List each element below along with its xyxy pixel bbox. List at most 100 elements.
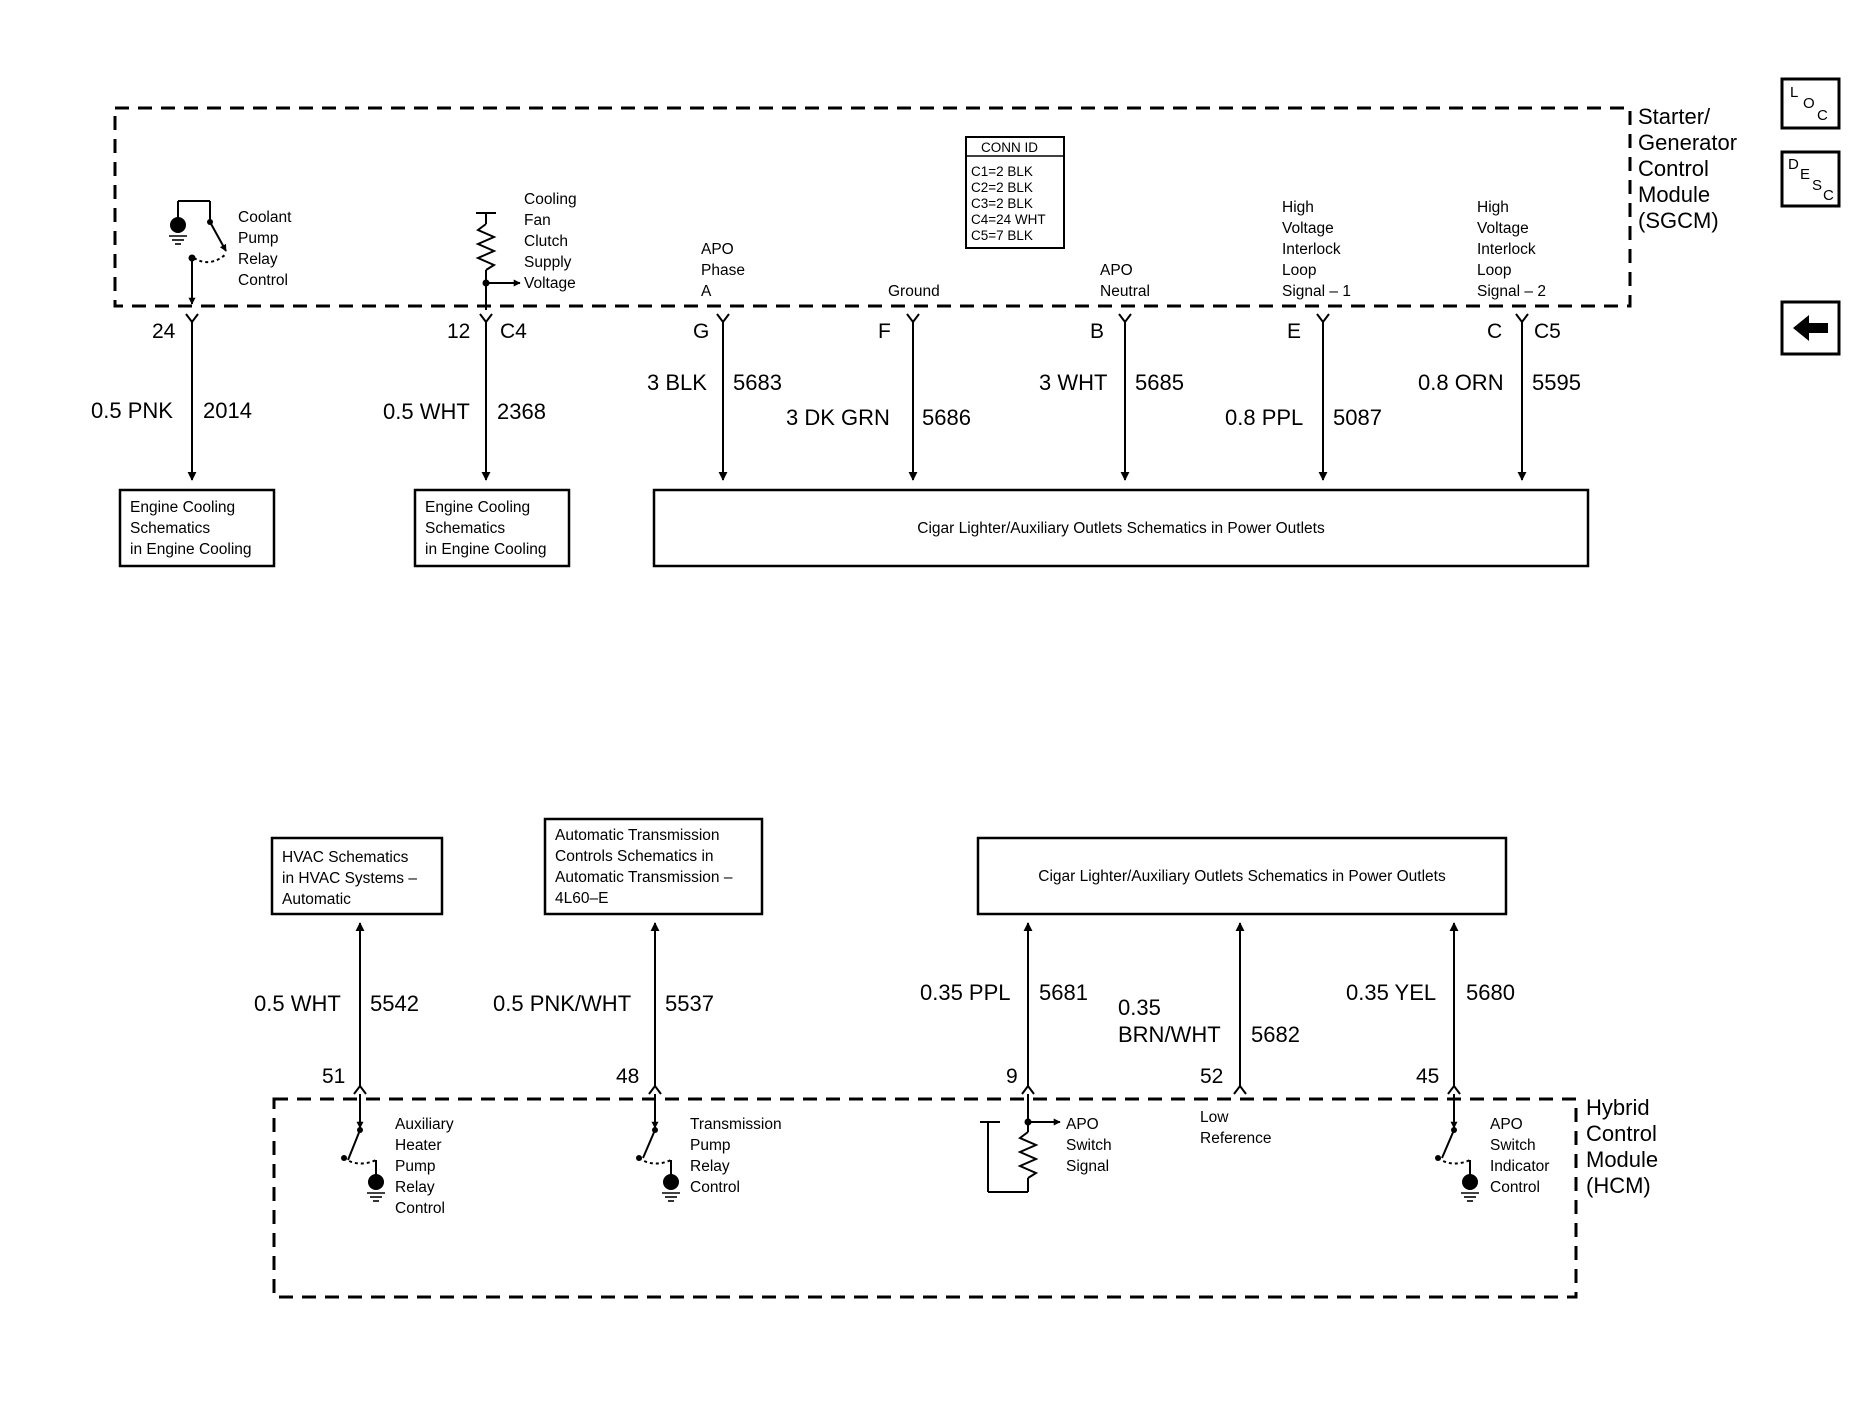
wire-color: 3 WHT bbox=[1039, 370, 1107, 395]
pin-number: 24 bbox=[152, 320, 176, 343]
svg-text:S: S bbox=[1812, 177, 1822, 194]
connector-pin-symbol bbox=[648, 1084, 662, 1095]
hcm-title: Hybrid Control Module (HCM) bbox=[1586, 1095, 1664, 1198]
conn-id-header: CONN ID bbox=[981, 140, 1038, 155]
circuit-label: Auxiliary Heater Pump Relay Control bbox=[395, 1116, 458, 1217]
connector-id: C5 bbox=[1534, 320, 1561, 343]
hcm-boundary bbox=[272, 1097, 1578, 1299]
circuit-label: Coolant Pump Relay Control bbox=[238, 209, 296, 289]
destination-text: Engine Cooling Schematics in Engine Cool… bbox=[425, 499, 547, 558]
power-outlets-text: Cigar Lighter/Auxiliary Outlets Schemati… bbox=[917, 520, 1325, 537]
wire-circuit-number: 5686 bbox=[922, 405, 971, 430]
resistor-icon bbox=[475, 212, 521, 310]
destination-box[interactable] bbox=[543, 817, 764, 916]
circuit-label: APO Neutral bbox=[1100, 262, 1150, 300]
circuit-label: High Voltage Interlock Loop Signal – 2 bbox=[1477, 199, 1546, 300]
hv-interlock-loop-2-circuit: High Voltage Interlock Loop Signal – 2 C… bbox=[1418, 199, 1581, 481]
sgcm-boundary bbox=[113, 106, 1632, 308]
relay-switch-symbol bbox=[1437, 1094, 1471, 1180]
pin-number: 45 bbox=[1416, 1065, 1439, 1088]
power-outlets-text: Cigar Lighter/Auxiliary Outlets Schemati… bbox=[1038, 868, 1446, 885]
conn-id-line: C4=24 WHT bbox=[971, 212, 1046, 227]
power-outlets-box[interactable] bbox=[652, 488, 1590, 568]
wire-color: 0.35 PPL bbox=[920, 980, 1011, 1005]
wire-color: 0.5 WHT bbox=[383, 399, 470, 424]
destination-box[interactable] bbox=[118, 488, 276, 568]
circuit-label: Transmission Pump Relay Control bbox=[690, 1116, 786, 1196]
svg-text:D: D bbox=[1788, 156, 1799, 173]
wire-circuit-number: 2368 bbox=[497, 399, 546, 424]
svg-text:L: L bbox=[1790, 84, 1798, 101]
svg-text:C: C bbox=[1823, 187, 1834, 204]
transmission-pump-relay-circuit: Automatic Transmission Controls Schemati… bbox=[493, 817, 786, 1202]
wire-color: 0.5 PNK bbox=[91, 398, 173, 423]
wire-color: 0.5 WHT bbox=[254, 991, 341, 1016]
apo-neutral-circuit: APO Neutral B 3 WHT 5685 bbox=[1039, 262, 1184, 481]
pin-number: 52 bbox=[1200, 1065, 1223, 1088]
relay-switch-symbol bbox=[177, 200, 227, 305]
wire-circuit-number: 2014 bbox=[203, 398, 252, 423]
ground-circuit: Ground F 3 DK GRN 5686 bbox=[786, 283, 971, 481]
svg-text:E: E bbox=[1800, 166, 1810, 183]
relay-switch-symbol bbox=[343, 1094, 377, 1180]
wire-color: 0.35 BRN/WHT bbox=[1118, 995, 1221, 1047]
wire-circuit-number: 5683 bbox=[733, 370, 782, 395]
pin-number: 48 bbox=[616, 1065, 639, 1088]
back-button[interactable] bbox=[1780, 300, 1841, 356]
hcm-module: Hybrid Control Module (HCM) HVAC Schemat… bbox=[254, 817, 1664, 1299]
coolant-pump-relay-circuit: Coolant Pump Relay Control 24 0.5 PNK 20… bbox=[91, 200, 296, 568]
destination-text: Engine Cooling Schematics in Engine Cool… bbox=[130, 499, 252, 558]
ground-icon bbox=[169, 235, 187, 245]
cooling-fan-clutch-circuit: Cooling Fan Clutch Supply Voltage 12 C4 … bbox=[383, 191, 581, 568]
pin-number: C bbox=[1487, 320, 1502, 343]
connector-pin-symbol bbox=[1233, 1084, 1247, 1095]
wire-color: 0.8 PPL bbox=[1225, 405, 1303, 430]
wire-circuit-number: 5685 bbox=[1135, 370, 1184, 395]
hv-interlock-loop-1-circuit: High Voltage Interlock Loop Signal – 1 E… bbox=[1225, 199, 1382, 481]
power-outlets-box[interactable] bbox=[976, 836, 1508, 916]
apo-switch-signal-circuit: 0.35 PPL 5681 9 APO Switch Signal bbox=[920, 922, 1112, 1193]
wire-color: 0.35 YEL bbox=[1346, 980, 1436, 1005]
connector-pin-symbol bbox=[1447, 1084, 1461, 1095]
circuit-label: Ground bbox=[888, 283, 940, 300]
loc-button[interactable]: L O C bbox=[1780, 77, 1841, 130]
pin-number: G bbox=[693, 320, 709, 343]
desc-button[interactable]: D E S C bbox=[1780, 150, 1841, 208]
destination-text: Automatic Transmission Controls Schemati… bbox=[555, 827, 737, 907]
conn-id-line: C2=2 BLK bbox=[971, 180, 1033, 195]
apo-switch-indicator-circuit: 0.35 YEL 5680 45 APO Switch Indicator bbox=[1346, 922, 1554, 1202]
circuit-label: APO Switch Indicator Control bbox=[1490, 1116, 1554, 1196]
wire-color: 0.8 ORN bbox=[1418, 370, 1504, 395]
destination-text: HVAC Schematics in HVAC Systems – Automa… bbox=[282, 849, 421, 908]
svg-text:C: C bbox=[1817, 107, 1828, 124]
conn-id-line: C1=2 BLK bbox=[971, 164, 1033, 179]
wire-color: 0.5 PNK/WHT bbox=[493, 991, 631, 1016]
pin-number: 9 bbox=[1006, 1065, 1018, 1088]
apo-phase-a-circuit: APO Phase A G 3 BLK 5683 bbox=[647, 241, 782, 481]
pin-number: E bbox=[1287, 320, 1301, 343]
connector-pin-symbol bbox=[1021, 1084, 1035, 1095]
destination-box[interactable] bbox=[270, 836, 444, 916]
circuit-label: Cooling Fan Clutch Supply Voltage bbox=[524, 191, 581, 292]
relay-switch-symbol bbox=[638, 1094, 672, 1180]
circuit-label: Low Reference bbox=[1200, 1109, 1272, 1147]
wire-circuit-number: 5542 bbox=[370, 991, 419, 1016]
wire-circuit-number: 5595 bbox=[1532, 370, 1581, 395]
low-reference-circuit: 0.35 BRN/WHT 5682 52 Low Reference bbox=[1118, 922, 1300, 1147]
ground-icon bbox=[1461, 1192, 1479, 1202]
wire-color: 3 BLK bbox=[647, 370, 707, 395]
wire-circuit-number: 5680 bbox=[1466, 980, 1515, 1005]
pin-number: F bbox=[878, 320, 891, 343]
svg-text:O: O bbox=[1803, 95, 1815, 112]
pin-number: 51 bbox=[322, 1065, 345, 1088]
circuit-label: APO Phase A bbox=[701, 241, 749, 300]
pin-number: 12 bbox=[447, 320, 470, 343]
wire-circuit-number: 5682 bbox=[1251, 1022, 1300, 1047]
conn-id-line: C5=7 BLK bbox=[971, 228, 1033, 243]
wire-circuit-number: 5087 bbox=[1333, 405, 1382, 430]
wire-circuit-number: 5537 bbox=[665, 991, 714, 1016]
destination-box[interactable] bbox=[413, 488, 571, 568]
aux-heater-pump-relay-circuit: HVAC Schematics in HVAC Systems – Automa… bbox=[254, 836, 458, 1217]
ground-icon bbox=[367, 1192, 385, 1202]
